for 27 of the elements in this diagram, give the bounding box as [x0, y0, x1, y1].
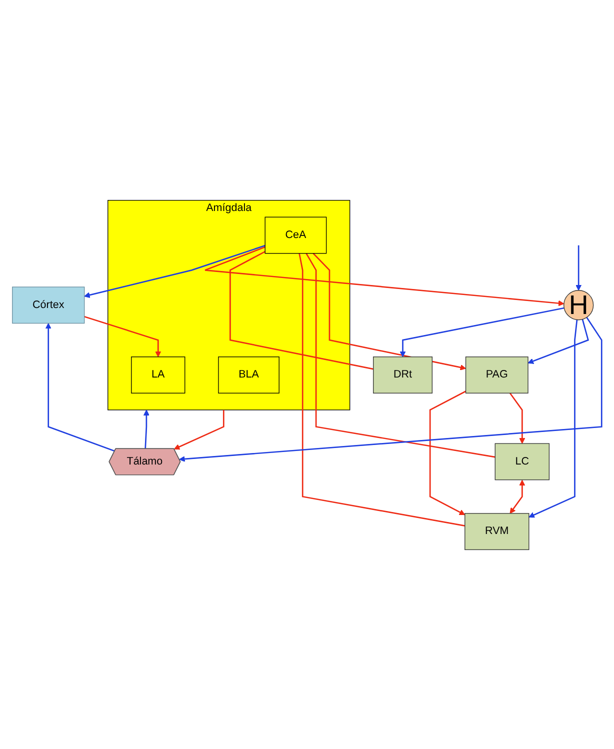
node-box: Córtex [12, 286, 85, 324]
node-box: CeA [264, 216, 327, 254]
node-circle: H [564, 290, 594, 320]
arrow [45, 322, 116, 452]
arrow [509, 392, 526, 444]
arrow [400, 306, 564, 357]
arrow [84, 315, 162, 357]
arrow [204, 246, 564, 306]
arrow [143, 409, 150, 448]
node-box: PAG [465, 356, 528, 393]
connector [230, 250, 374, 370]
arrow [312, 252, 466, 370]
node-box: LA [131, 356, 186, 393]
arrow [174, 409, 224, 450]
arrow [576, 244, 582, 290]
arrow [528, 319, 578, 518]
arrow [429, 390, 466, 515]
connector [306, 252, 496, 458]
connector [298, 252, 465, 526]
node-box: DRt [373, 356, 433, 393]
arrow [528, 318, 589, 364]
node-box: BLA [218, 356, 280, 393]
arrow [179, 316, 602, 462]
node-box: LC [494, 442, 550, 480]
arrow [84, 244, 266, 298]
arrow [510, 479, 526, 514]
node-box: RVM [464, 512, 530, 550]
